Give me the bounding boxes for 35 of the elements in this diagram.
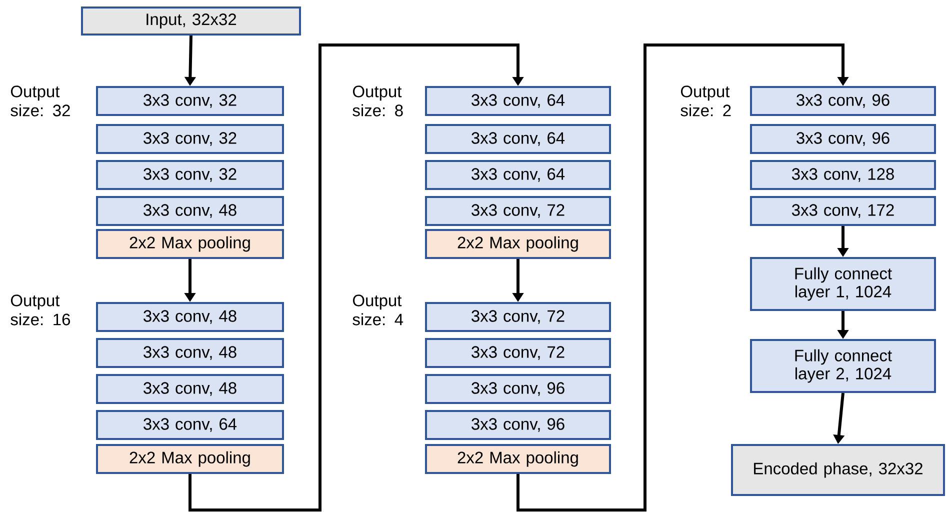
- conv-layer-box: 3x3 conv, 128: [750, 160, 936, 190]
- conv-layer-box: 3x3 conv, 72: [425, 196, 611, 226]
- conv-layer-box: Fully connect layer 2, 1024: [750, 339, 936, 393]
- conv-layer-box: 3x3 conv, 72: [425, 302, 611, 332]
- output-size-label: Output size: 32: [10, 86, 70, 116]
- conv-layer-box: 3x3 conv, 96: [750, 124, 936, 154]
- conv-layer-box: Fully connect layer 1, 1024: [750, 257, 936, 311]
- pooling-layer-box: 2x2 Max pooling: [96, 229, 284, 259]
- output-size-label: Output size: 4: [352, 294, 404, 326]
- conv-layer-box: 3x3 conv, 48: [96, 374, 284, 404]
- conv-layer-box: 3x3 conv, 96: [750, 86, 936, 116]
- conv-layer-box: 3x3 conv, 72: [425, 338, 611, 368]
- pooling-layer-box: 2x2 Max pooling: [96, 444, 284, 474]
- conv-layer-box: 3x3 conv, 32: [96, 124, 284, 154]
- pooling-layer-box: 2x2 Max pooling: [425, 229, 611, 259]
- conv-layer-box: 3x3 conv, 48: [96, 196, 284, 226]
- conv-layer-box: 3x3 conv, 64: [425, 124, 611, 154]
- arrow: [516, 44, 849, 512]
- output-size-label: Output size: 8: [352, 86, 403, 116]
- conv-layer-box: 3x3 conv, 96: [425, 410, 611, 440]
- data-box: Input, 32x32: [81, 6, 301, 36]
- conv-layer-box: 3x3 conv, 48: [96, 338, 284, 368]
- conv-layer-box: 3x3 conv, 172: [750, 196, 936, 226]
- pooling-layer-box: 2x2 Max pooling: [425, 444, 611, 474]
- conv-layer-box: 3x3 conv, 96: [425, 374, 611, 404]
- arrow: [188, 44, 524, 512]
- conv-layer-box: 3x3 conv, 32: [96, 86, 284, 116]
- output-size-label: Output size: 2: [680, 86, 731, 116]
- conv-layer-box: 3x3 conv, 64: [96, 410, 284, 440]
- output-size-label: Output size: 16: [10, 294, 70, 326]
- conv-layer-box: 3x3 conv, 32: [96, 160, 284, 190]
- conv-layer-box: 3x3 conv, 64: [425, 160, 611, 190]
- data-box: Encoded phase, 32x32: [731, 444, 945, 496]
- conv-layer-box: 3x3 conv, 64: [425, 86, 611, 116]
- conv-layer-box: 3x3 conv, 48: [96, 302, 284, 332]
